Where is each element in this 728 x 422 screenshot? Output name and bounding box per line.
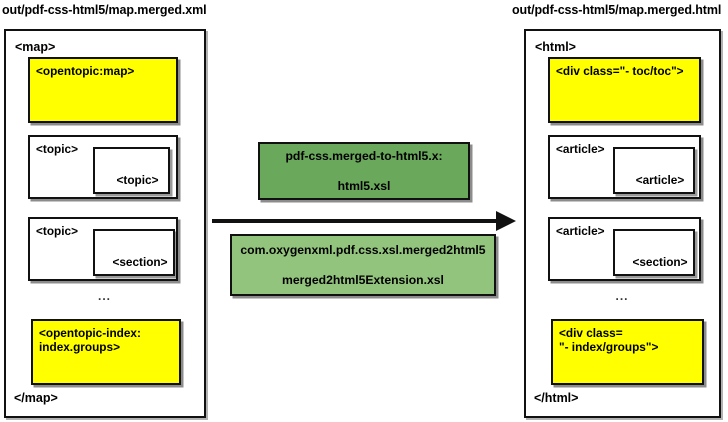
node-div-index-groups: <div class= "- index/groups">: [551, 319, 704, 385]
left-root-open-tag: <map>: [15, 40, 56, 54]
transform-box-primary-line2: html5.xsl: [337, 179, 391, 193]
node-opentopic-index-label: <opentopic-index: index.groups>: [39, 326, 141, 354]
node-article-2: <article> <section>: [548, 217, 701, 281]
node-topic-1-inner-label: <topic>: [116, 172, 159, 187]
node-article-1-inner: <article>: [613, 147, 695, 194]
node-div-toc: <div class="- toc/toc">: [548, 57, 701, 123]
right-ellipsis: ...: [615, 289, 629, 303]
node-opentopic-map-label: <opentopic:map>: [36, 64, 135, 78]
right-outer-container: <html> <div class="- toc/toc"> <article>…: [524, 29, 721, 418]
left-root-close-tag: </map>: [14, 391, 58, 405]
transform-box-extension: com.oxygenxml.pdf.css.xsl.merged2html5 m…: [230, 234, 496, 296]
node-topic-1-inner: <topic>: [93, 147, 170, 194]
left-ellipsis: ...: [97, 289, 111, 303]
node-topic-1: <topic> <topic>: [28, 135, 178, 199]
node-topic-2: <topic> <section>: [28, 217, 178, 281]
right-panel-caption: out/pdf-css-html5/map.merged.html: [512, 3, 722, 17]
node-opentopic-map: <opentopic:map>: [28, 57, 178, 123]
node-article-2-inner-label: <section>: [632, 254, 688, 269]
left-outer-container: <map> <opentopic:map> <topic> <topic> <t…: [4, 29, 206, 418]
node-article-1-inner-label: <article>: [635, 172, 685, 187]
node-topic-2-inner-label: <section>: [112, 254, 168, 269]
transformation-arrow: [210, 208, 518, 234]
node-div-index-groups-label: <div class= "- index/groups">: [559, 326, 659, 354]
node-article-1: <article> <article>: [548, 135, 701, 199]
node-topic-2-label: <topic>: [36, 224, 78, 238]
node-article-2-label: <article>: [556, 224, 605, 238]
node-article-2-inner: <section>: [613, 229, 695, 276]
transform-box-primary: pdf-css.merged-to-html5.x: html5.xsl: [258, 142, 470, 200]
right-root-close-tag: </html>: [534, 391, 579, 405]
node-topic-1-label: <topic>: [36, 142, 78, 156]
node-topic-2-inner: <section>: [93, 229, 175, 276]
transform-box-extension-line2: merged2html5Extension.xsl: [282, 273, 444, 287]
node-article-1-label: <article>: [556, 142, 605, 156]
left-panel-caption: out/pdf-css-html5/map.merged.xml: [2, 3, 207, 17]
right-root-open-tag: <html>: [535, 40, 576, 54]
transform-box-extension-line1: com.oxygenxml.pdf.css.xsl.merged2html5: [240, 243, 486, 257]
node-div-toc-label: <div class="- toc/toc">: [556, 64, 684, 78]
node-opentopic-index: <opentopic-index: index.groups>: [31, 319, 181, 385]
transform-box-primary-line1: pdf-css.merged-to-html5.x:: [285, 149, 443, 163]
